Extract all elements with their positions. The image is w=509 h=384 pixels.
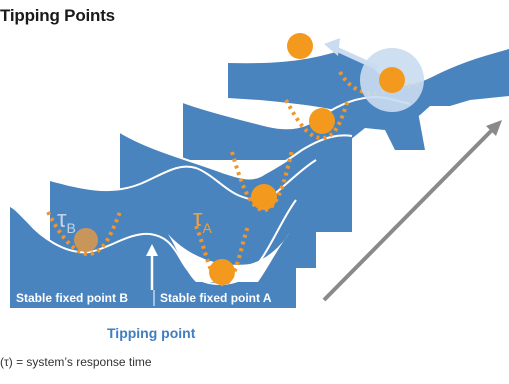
panel-3-shape [183,42,425,160]
tau-a-label: τA [193,205,212,236]
diagram-title: Tipping Points [0,6,115,25]
balls [74,33,405,285]
ball-panel-3 [309,108,335,134]
stable-b-label: Stable fixed point B [16,291,128,305]
tipping-point-arrow [146,244,158,290]
tau-a-subscript: A [202,220,212,236]
panel-0-well-fill [168,232,290,282]
panel-2-curve [119,131,353,180]
panel-1-shape [50,140,316,268]
anthropogenic-change-arrow [322,120,502,302]
tau-a-symbol: τ [193,205,203,232]
ball-a [209,259,235,285]
stable-a-label: Stable fixed point A [160,291,272,305]
panel-3 [182,42,425,160]
escape-arrow [324,38,380,71]
ball-panel-2 [251,184,277,210]
dotted-curve-b [46,211,122,257]
tau-b-label: τB [57,206,76,236]
panel-0-curve [9,199,297,286]
anthropogenic-change-label: Anthropogenic change [362,190,465,293]
tau-b-symbol: τ [57,206,67,233]
ball-escaped [287,33,313,59]
tipping-point-label: Tipping point [107,325,196,341]
ball-panel-4 [379,67,405,93]
tau-b-subscript: B [66,220,75,236]
panel-3-curve [182,96,411,130]
footnote: (τ) = system’s response time [0,355,152,369]
dotted-curve-3 [284,99,350,141]
dotted-curve-2 [230,149,294,213]
ball-b [74,228,98,252]
